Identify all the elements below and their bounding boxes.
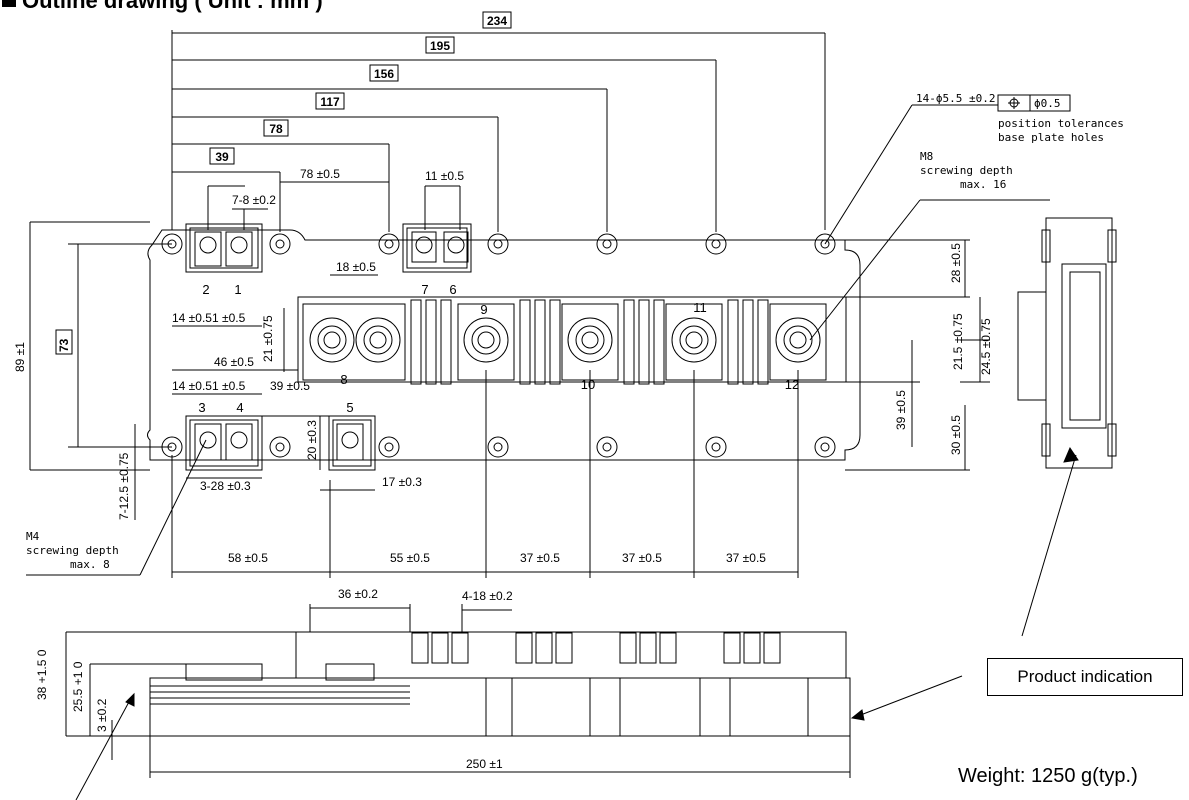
dim-11-tol: 11 ±0.5 <box>425 169 464 183</box>
pin-4: 4 <box>236 400 243 415</box>
dim-7-12-5-tol: 7-12.5 ±0.75 <box>117 452 131 520</box>
note-m8-screwing-depth: screwing depth <box>920 164 1013 177</box>
dim-39-tol-v: 39 ±0.5 <box>894 390 908 430</box>
dim-3-tol: 3 ±0.2 <box>95 698 109 732</box>
dim-89-tol: 89 ±1 <box>13 342 27 372</box>
cooling-fins-a <box>410 299 452 385</box>
dim-39-tol: 39 ±0.5 <box>270 379 310 393</box>
dim-78: 78 <box>269 122 283 136</box>
product-indication-label: Product indication <box>987 658 1183 696</box>
dim-14-tol-a: 14 ±0.5 <box>172 311 212 325</box>
note-hole-spec: 14-ϕ5.5 ±0.2 <box>916 92 995 105</box>
dim-195: 195 <box>430 39 450 53</box>
basic-dimension-stack: 234 195 156 117 78 39 <box>171 11 826 232</box>
weight-label: Weight: 1250 g(typ.) <box>958 765 1138 787</box>
top-view: 1 2 3 4 5 6 7 8 9 10 11 12 <box>147 223 861 471</box>
dim-7-8-tol: 7-8 ±0.2 <box>232 193 276 207</box>
pin-11: 11 <box>693 300 707 315</box>
main-terminal-10 <box>561 303 619 381</box>
pin-7: 7 <box>421 282 428 297</box>
dim-250-tol: 250 ±1 <box>466 757 503 771</box>
side-view <box>1017 217 1117 469</box>
dim-39: 39 <box>215 150 229 164</box>
dim-156: 156 <box>374 67 394 81</box>
dim-234: 234 <box>487 14 507 28</box>
dim-37-tol-b: 37 ±0.5 <box>622 551 662 565</box>
note-m4-screwing-depth: screwing depth <box>26 544 119 557</box>
dim-73: 73 <box>57 338 71 352</box>
main-terminal-8 <box>302 303 406 381</box>
dim-36-tol: 36 ±0.2 <box>338 587 378 601</box>
note-m4-max: max. 8 <box>70 558 110 571</box>
dim-3-28-tol: 3-28 ±0.3 <box>200 479 251 493</box>
signal-terminal-block-1-2 <box>185 223 263 273</box>
main-terminal-11 <box>665 303 723 381</box>
pin-2: 2 <box>202 282 209 297</box>
mounting-holes-bottom <box>161 436 836 458</box>
dim-78-tol: 78 ±0.5 <box>300 167 340 181</box>
dim-30-tol: 30 ±0.5 <box>949 415 963 455</box>
cooling-fins-c <box>623 299 665 385</box>
cooling-fins-b <box>519 299 561 385</box>
pin-8: 8 <box>340 372 347 387</box>
note-m4: M4 <box>26 530 40 543</box>
dim-21-tol: 21 ±0.75 <box>261 315 275 362</box>
dim-24-5-tol: 24.5 ±0.75 <box>979 318 993 375</box>
pin-1: 1 <box>234 282 241 297</box>
signal-terminal-block-3-4 <box>185 415 263 471</box>
signal-terminal-block-5 <box>328 415 376 471</box>
note-position-tolerance-value: ϕ0.5 <box>1034 97 1061 110</box>
dim-38-tol: 38 +1.5 0 <box>35 649 49 700</box>
dim-28-tol: 28 ±0.5 <box>949 243 963 283</box>
dim-55-tol: 55 ±0.5 <box>390 551 430 565</box>
dim-37-tol-a: 37 ±0.5 <box>520 551 560 565</box>
pin-5: 5 <box>346 400 353 415</box>
dim-14-tol-b: 14 ±0.5 <box>172 379 212 393</box>
dim-117: 117 <box>320 95 340 109</box>
dim-1-tol-a: 1 ±0.5 <box>212 311 246 325</box>
bullet-square-icon <box>2 0 16 7</box>
dim-1-tol-b: 1 ±0.5 <box>212 379 246 393</box>
dim-46-tol: 46 ±0.5 <box>214 355 254 369</box>
dim-21-5-tol: 21.5 ±0.75 <box>951 313 965 370</box>
note-m8-max: max. 16 <box>960 178 1006 191</box>
note-position-tolerances: position tolerances <box>998 117 1124 130</box>
drawing-title: Outline drawing ( Unit : mm ) <box>2 0 323 14</box>
note-base-plate-holes: base plate holes <box>998 131 1104 144</box>
dim-37-tol-c: 37 ±0.5 <box>726 551 766 565</box>
dim-58-tol: 58 ±0.5 <box>228 551 268 565</box>
mounting-holes-top <box>161 233 836 255</box>
cooling-fins-d <box>727 299 769 385</box>
dim-18-tol: 18 ±0.5 <box>336 260 376 274</box>
pin-12: 12 <box>785 377 799 392</box>
dim-20-tol: 20 ±0.3 <box>305 420 319 460</box>
dim-4-18-tol: 4-18 ±0.2 <box>462 589 513 603</box>
pin-3: 3 <box>198 400 205 415</box>
pin-9: 9 <box>480 302 487 317</box>
note-m8: M8 <box>920 150 933 163</box>
signal-terminal-block-6-7 <box>402 223 472 273</box>
pin-10: 10 <box>581 377 595 392</box>
main-terminal-12 <box>769 303 827 381</box>
dim-17-tol: 17 ±0.3 <box>382 475 422 489</box>
front-view <box>149 631 851 737</box>
pin-6: 6 <box>449 282 456 297</box>
dim-25-5-tol: 25.5 +1 0 <box>71 661 85 712</box>
drawing-title-text: Outline drawing ( Unit : mm ) <box>22 0 323 13</box>
